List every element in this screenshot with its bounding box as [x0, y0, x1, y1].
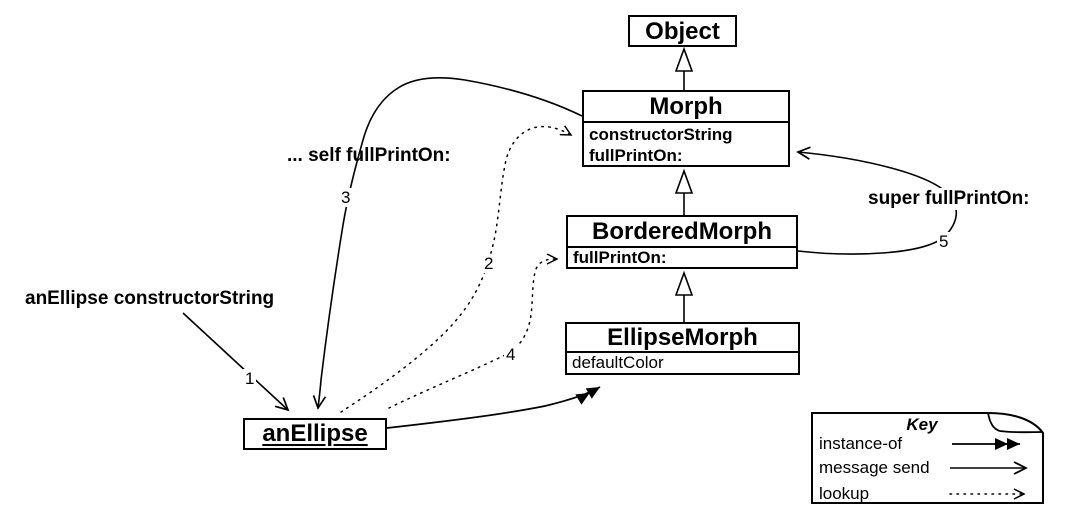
lookup-arrow-4 — [388, 253, 559, 409]
class-attrs-borderedmorph: fullPrintOn: — [568, 246, 796, 267]
label-send-constructorstring: anEllipse constructorString — [25, 288, 275, 309]
class-box-ellipsemorph: EllipseMorph defaultColor — [565, 322, 800, 375]
key-item-instance-of: instance-of — [819, 434, 903, 453]
class-box-object: Object — [628, 15, 737, 47]
class-box-morph: Morph constructorString fullPrintOn: — [582, 90, 790, 167]
step-number-1: 1 — [243, 369, 257, 388]
step-number-2: 2 — [482, 254, 496, 273]
key-title: Key — [906, 415, 938, 434]
step-number-4: 4 — [504, 345, 518, 364]
attr-defaultcolor: defaultColor — [572, 353, 664, 372]
class-title-ellipsemorph: EllipseMorph — [607, 324, 758, 351]
class-title-borderedmorph: BorderedMorph — [592, 218, 772, 245]
class-attrs-morph: constructorString fullPrintOn: — [584, 121, 788, 166]
key-item-message-send: message send — [819, 458, 930, 477]
message-send-arrow-3 — [312, 77, 583, 410]
class-title-morph: Morph — [649, 93, 723, 120]
attr-constructorstring: constructorString — [589, 125, 733, 144]
attr-fullprinton-bordered: fullPrintOn: — [573, 248, 667, 267]
instance-of-arrow — [386, 386, 601, 429]
instance-name-anellipse: anEllipse — [262, 420, 368, 447]
class-attrs-ellipsemorph: defaultColor — [567, 351, 798, 372]
label-send-self-fullprinton: ... self fullPrintOn: — [287, 145, 451, 166]
class-title-object: Object — [645, 18, 720, 45]
lookup-arrow-2 — [340, 125, 573, 413]
step-number-5: 5 — [937, 232, 951, 251]
step-number-3: 3 — [339, 188, 353, 207]
key-item-lookup: lookup — [819, 484, 870, 503]
attr-fullprinton-morph: fullPrintOn: — [589, 146, 683, 165]
label-send-super-fullprinton: super fullPrintOn: — [866, 188, 1032, 210]
inheritance-ellipsemorph-borderedmorph — [674, 270, 694, 322]
message-send-arrow-1 — [182, 312, 290, 412]
inheritance-borderedmorph-morph — [674, 168, 694, 215]
inheritance-morph-object — [674, 46, 694, 90]
class-box-borderedmorph: BorderedMorph fullPrintOn: — [566, 215, 798, 269]
instance-box-anellipse: anEllipse — [243, 418, 387, 450]
